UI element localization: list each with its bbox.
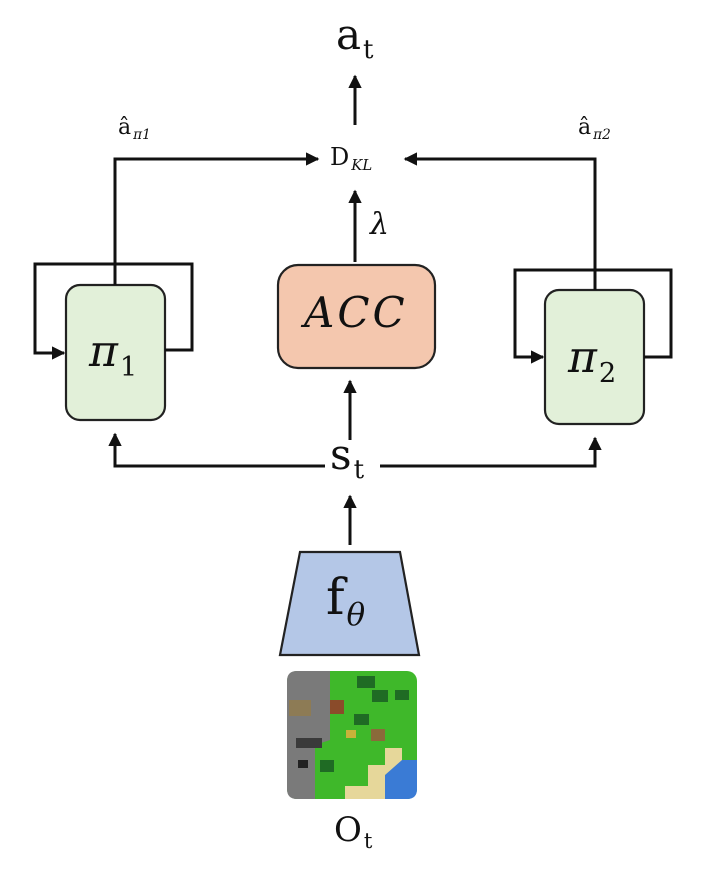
acc-box	[276, 263, 437, 370]
observation-sub: t	[363, 828, 373, 854]
policy2-base: π	[568, 332, 597, 383]
policy1-to-kl-arrow	[113, 152, 320, 285]
encoder-label: fθ	[326, 572, 365, 631]
observation-label: Ot	[334, 813, 372, 851]
encoder-base: f	[326, 568, 345, 626]
state-sub: t	[353, 455, 365, 486]
kl-node-sub: KL	[351, 156, 373, 175]
policy2-sub: 2	[598, 357, 617, 389]
encoder-sub: θ	[346, 596, 366, 633]
state-base: s	[330, 430, 352, 479]
policy1-label: π1	[89, 330, 137, 381]
head1-action-base: â	[118, 115, 132, 140]
encoder-trapezoid	[278, 550, 421, 657]
lambda-label: λ	[370, 207, 390, 242]
game-observation-icon	[287, 671, 417, 799]
output-action-label: at	[336, 14, 374, 66]
output-action-sub: t	[363, 35, 374, 66]
output-action-base: a	[336, 10, 362, 59]
policy2-to-kl-arrow	[403, 152, 597, 290]
policy2-loop-arrow	[513, 268, 673, 364]
policy1-base: π	[89, 326, 118, 377]
policy2-label: π2	[568, 336, 616, 387]
head2-action-sub: π2	[593, 126, 611, 143]
observation-base: O	[334, 810, 362, 850]
head2-action-base: â	[578, 115, 592, 140]
policy1-sub: 1	[119, 351, 138, 383]
head1-action-sub: π1	[133, 126, 151, 143]
state-to-policy1-arrow	[108, 432, 325, 468]
state-label: st	[330, 434, 365, 486]
acc-label: ACC	[304, 288, 408, 337]
kl-node-base: D	[330, 143, 350, 171]
state-to-policy2-arrow	[380, 436, 602, 468]
